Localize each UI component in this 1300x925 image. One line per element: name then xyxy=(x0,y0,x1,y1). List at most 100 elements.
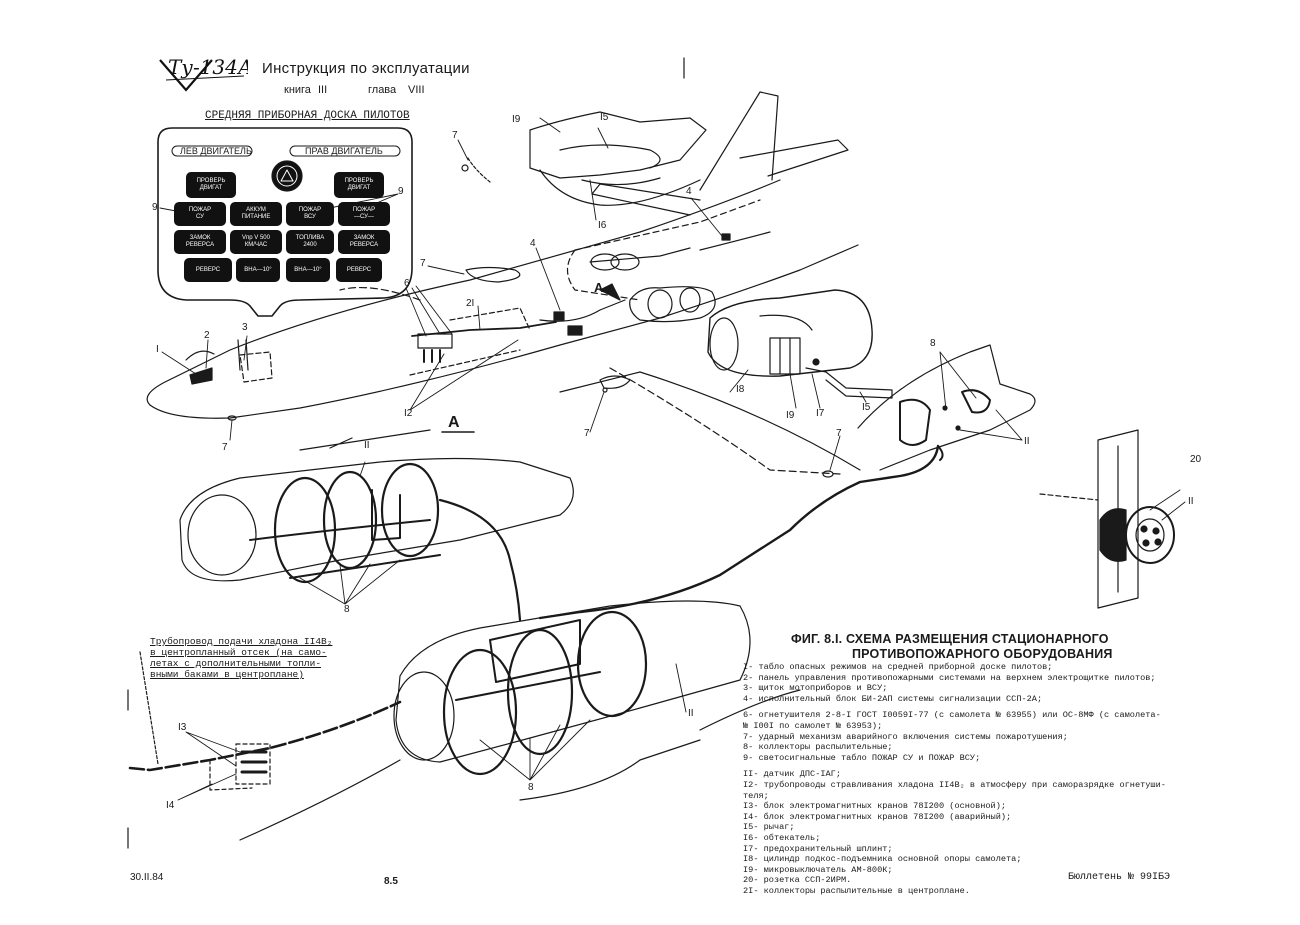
callout-15: I5 xyxy=(862,402,871,413)
legend-item: 3- щиток мотоприборов и ВСУ; xyxy=(743,683,888,694)
panel-lamp: РЕВЕРС xyxy=(184,258,232,282)
legend-item: 4- исполнительный блок БИ-2АП системы си… xyxy=(743,693,1043,704)
wing-dashed xyxy=(609,367,841,475)
instrument-panel-outline xyxy=(157,127,413,317)
right-engine-banner xyxy=(289,145,401,157)
lower-engine-nacelle xyxy=(395,600,751,763)
page-number: 8.5 xyxy=(384,876,398,887)
panel-lamp: ПОЖАР СУ xyxy=(174,202,226,226)
discharge-pipe xyxy=(411,321,557,337)
callout-3: 3 xyxy=(242,322,248,333)
panel-lamp: АККУМ ПИТАНИЕ xyxy=(230,202,282,226)
horizontal-stabilizer xyxy=(739,139,849,177)
panel-lamp: ВНА—10° xyxy=(236,258,280,282)
upper-engine-nacelle xyxy=(179,457,574,582)
panel-lamp: ТОПЛИВА 2400 xyxy=(286,230,334,254)
legend-item: I6- обтекатель; xyxy=(743,832,821,843)
callout-8: 8 xyxy=(528,782,534,793)
centroplane-pipe xyxy=(128,700,402,772)
valve-block-dashed xyxy=(235,743,271,785)
fuselage-top xyxy=(146,179,781,406)
ssp-socket xyxy=(1125,506,1175,564)
pipe-note: Трубопровод подачи хладона II4В₂ в центр… xyxy=(150,636,333,680)
callout-8: 8 xyxy=(930,338,936,349)
panel-lamp: РЕВЕРС xyxy=(336,258,382,282)
document-title: Инструкция по эксплуатации xyxy=(262,60,470,77)
lever xyxy=(805,367,893,399)
panel-lamp: ЗАМОК РЕВЕРСА xyxy=(174,230,226,254)
nacelle-dashed xyxy=(566,199,761,301)
warning-lamp xyxy=(271,160,303,192)
supply-pipe xyxy=(538,444,940,620)
panel-lamp: ПОЖАР —СУ— xyxy=(338,202,390,226)
fuselage-bottom xyxy=(149,244,859,419)
legend-item: I5- рычаг; xyxy=(743,822,795,833)
footer-date: 30.II.84 xyxy=(130,872,164,883)
callout-9: 9 xyxy=(152,202,158,213)
legend-item: 2I- коллекторы распылительные в центропл… xyxy=(743,885,970,896)
callout-6: 6 xyxy=(404,278,410,289)
callout-18: I8 xyxy=(736,384,745,395)
callout-12: I2 xyxy=(404,408,413,419)
callout-7: 7 xyxy=(452,130,458,141)
legend-item: 20- розетка ССП-2ИРМ. xyxy=(743,875,852,886)
rear-fuselage-section xyxy=(857,344,1036,471)
panel-lamp: ПОЖАР ВСУ xyxy=(286,202,334,226)
callout-13: I3 xyxy=(178,722,187,733)
legend-item: I3- блок электромагнитных кранов 78I200 … xyxy=(743,801,1007,812)
view-a-arrow-label: А xyxy=(594,280,604,295)
figure-title: ФИГ. 8.I. СХЕМА РАЗМЕЩЕНИЯ СТАЦИОНАРНОГО xyxy=(791,632,1109,646)
callout-7: 7 xyxy=(584,428,590,439)
callout-4: 4 xyxy=(530,238,536,249)
vertical-tail xyxy=(699,91,779,191)
legend-item: теля; xyxy=(743,790,769,801)
microswitch-block xyxy=(769,337,801,375)
callout-11: II xyxy=(1024,436,1030,447)
panel-lamp: ПРОВЕРЬ ДВИГАТ xyxy=(186,172,236,198)
tu134-logo: Ту-134А xyxy=(159,55,248,92)
fairing-detail xyxy=(529,111,707,179)
callout-8: 8 xyxy=(344,604,350,615)
callout-11: II xyxy=(364,440,370,451)
legend-item: I- табло опасных режимов на средней приб… xyxy=(743,662,1053,672)
callout-19: I9 xyxy=(512,114,521,125)
callout-7: 7 xyxy=(836,428,842,439)
panel-lamp: ВНА—10° xyxy=(286,258,330,282)
callout-19: I9 xyxy=(786,410,795,421)
bulletin-number: Бюллетень № 99IБЭ xyxy=(1068,872,1171,883)
callout-2: 2 xyxy=(204,330,210,341)
callout-15: I5 xyxy=(600,112,609,123)
legend-item: 6- огнетушителя 2-8-I ГОСТ I0059I-77 (с … xyxy=(743,710,1161,721)
chapter-number: VIII xyxy=(408,84,425,96)
svg-text:Ту-134А: Ту-134А xyxy=(168,55,248,79)
extinguisher-manifold xyxy=(417,333,453,349)
legend-item: II- датчик ДПС-IАГ; xyxy=(743,769,841,780)
book-label: книга xyxy=(284,84,311,96)
callout-14: I4 xyxy=(166,800,175,811)
callout-17: I7 xyxy=(816,408,825,419)
callout-21: 2I xyxy=(466,298,475,309)
callout-7: 7 xyxy=(222,442,228,453)
left-engine-banner xyxy=(171,145,253,157)
legend-item: № I00I по самолет № 63953); xyxy=(743,720,883,731)
legend-item: I8- цилиндр подкос-подъемника основной о… xyxy=(743,854,1022,865)
chapter-label: глава xyxy=(368,84,397,96)
display-panel-1 xyxy=(189,367,213,385)
callout-16: I6 xyxy=(598,220,607,231)
fairing-lower xyxy=(539,169,701,206)
legend-item: 8- коллекторы распылительные; xyxy=(743,742,893,753)
right-engine-label: ПРАВ ДВИГАТЕЛЬ xyxy=(305,146,383,156)
panel-lamp: Vпр V 500 КМ/ЧАС xyxy=(230,230,282,254)
panel-title: СРЕДНЯЯ ПРИБОРНАЯ ДОСКА ПИЛОТОВ xyxy=(205,110,410,122)
callout-4: 4 xyxy=(686,186,692,197)
callout-1: I xyxy=(156,344,159,355)
panel-lamp: ЗАМОК РЕВЕРСА xyxy=(338,230,390,254)
view-a-label: А xyxy=(448,414,460,431)
legend-item: I2- трубопроводы стравливания хладона II… xyxy=(743,779,1166,790)
impact-marker xyxy=(465,266,521,283)
solenoid-valves xyxy=(240,750,268,774)
legend-item: 7- ударный механизм аварийного включения… xyxy=(743,731,1068,742)
panel-lamp: ПРОВЕРЬ ДВИГАТ xyxy=(334,172,384,198)
callout-20: 20 xyxy=(1190,454,1202,465)
